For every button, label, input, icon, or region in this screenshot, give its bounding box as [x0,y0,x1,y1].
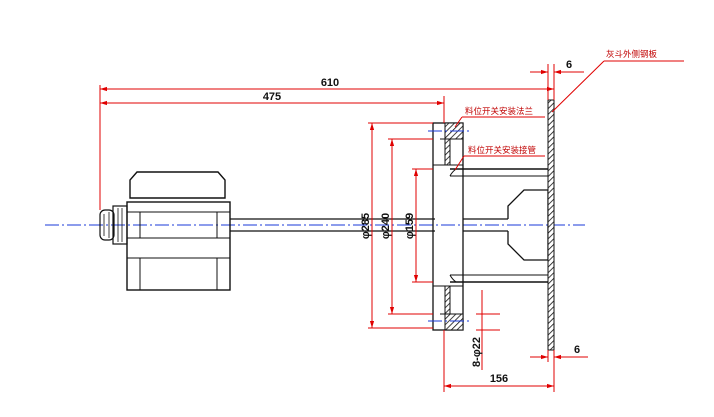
mounting-pipe [449,168,548,283]
dim-probe-length: 475 [100,91,445,123]
svg-text:灰斗外侧钢板: 灰斗外侧钢板 [606,49,658,60]
dim-phi285-label: φ285 [360,213,372,239]
dim-overall-length: 610 [99,64,555,210]
dim-6-top-label: 6 [566,59,572,71]
dim-phi159-label: φ159 [404,213,416,239]
dim-bolt-holes: 8-φ22 [471,290,500,370]
dim-610-label: 610 [321,77,339,89]
dim-phi285: φ285 [360,122,433,329]
cable-gland [99,205,128,245]
dim-156-label: 156 [490,373,508,385]
note-switch-pipe: 料位开关安装接管 [454,145,545,171]
dim-plate-bottom: 6 [530,344,588,362]
mounting-flange [428,122,470,331]
hopper-steel-plate [547,99,555,351]
probe-shaft [230,218,508,232]
svg-text:料位开关安装法兰: 料位开关安装法兰 [465,106,533,117]
dim-6-bottom-label: 6 [574,344,580,356]
dim-phi240: φ240 [380,138,433,315]
dim-475-label: 475 [263,91,281,103]
dim-plate-top: 6 [530,59,584,100]
dim-sleeve-length: 156 [443,330,555,392]
svg-text:料位开关安装接管: 料位开关安装接管 [468,145,536,156]
switch-head [126,171,231,291]
dim-holes-label: 8-φ22 [471,337,483,367]
dim-phi240-label: φ240 [380,213,392,239]
dim-phi159: φ159 [404,168,433,283]
note-hopper-plate: 灰斗外侧钢板 [551,49,684,113]
note-switch-flange: 料位开关安装法兰 [454,106,545,128]
